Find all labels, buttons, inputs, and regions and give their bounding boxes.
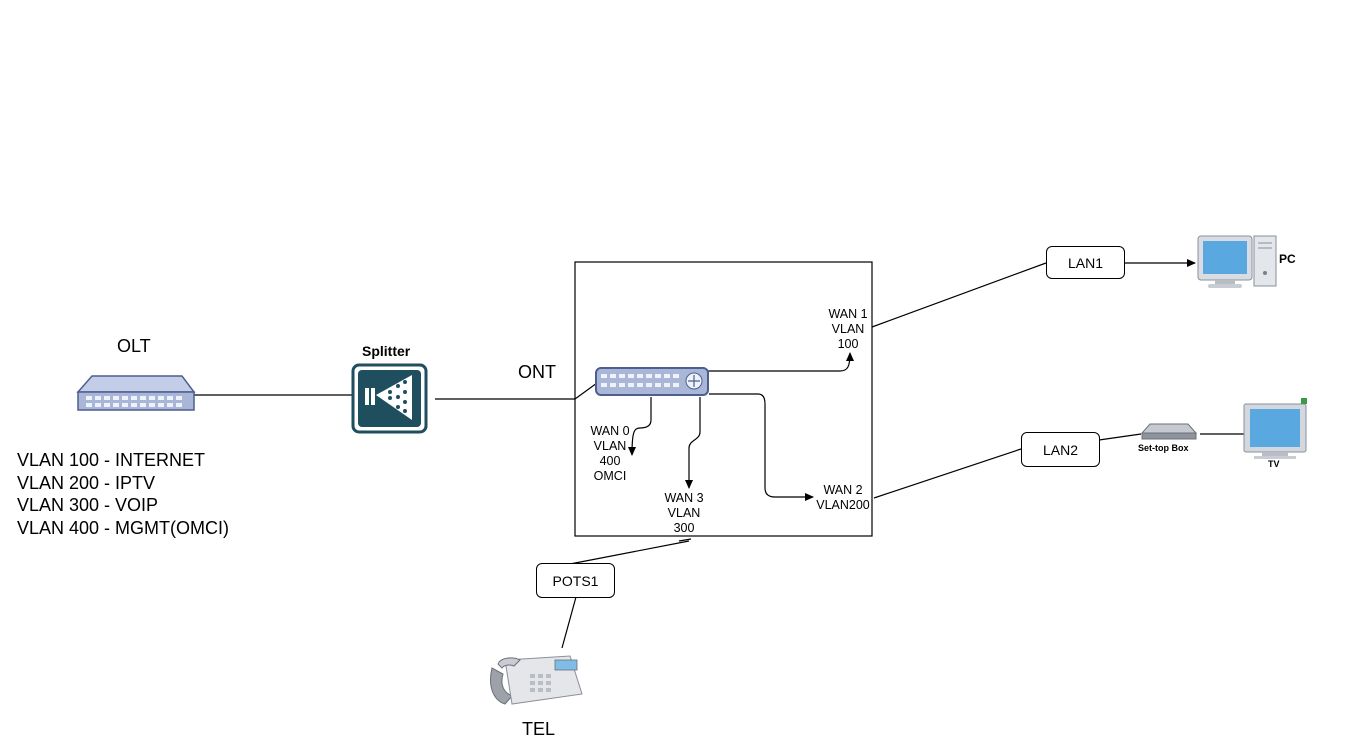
vlan-legend: VLAN 100 - INTERNET VLAN 200 - IPTV VLAN… (17, 449, 229, 539)
legend-item: VLAN 100 - INTERNET (17, 450, 206, 470)
wan2-lan2-link (873, 448, 1022, 499)
wan2-name: WAN 2 (823, 483, 863, 497)
wan1-label: WAN 1 VLAN 100 (823, 307, 873, 352)
lan1-port-box: LAN1 (1046, 246, 1125, 279)
wan2-vlan: VLAN200 (816, 498, 870, 512)
wan2-label: WAN 2 VLAN200 (812, 483, 874, 513)
pots1-port-box: POTS1 (536, 563, 615, 598)
lan2-stb-link (1098, 433, 1142, 441)
olt-icon (76, 375, 196, 411)
wan2-flow-arrow (709, 393, 814, 501)
legend-item: VLAN 300 - VOIP (17, 495, 159, 515)
splitter-icon (351, 363, 428, 434)
lan2-label: LAN2 (1042, 441, 1079, 458)
wan3-label: WAN 3 VLAN 300 (659, 491, 709, 536)
splitter-label: Splitter (362, 343, 411, 359)
wan1-vlan-id: 100 (837, 337, 859, 351)
set-top-box-label: Set-top Box (1138, 443, 1189, 453)
wan0-name: WAN 0 (590, 424, 630, 438)
wan0-vlan: VLAN (593, 439, 627, 453)
pc-label: PC (1279, 252, 1296, 266)
wan1-lan1-link (871, 262, 1047, 328)
wan1-name: WAN 1 (828, 307, 868, 321)
tv-label: TV (1268, 459, 1280, 469)
wan0-label: WAN 0 VLAN 400 OMCI (585, 424, 635, 484)
wan3-tick (678, 538, 692, 542)
wan3-vlan-id: 300 (673, 521, 695, 535)
lan2-port-box: LAN2 (1021, 432, 1100, 467)
wan0-service: OMCI (593, 469, 627, 483)
legend-item: VLAN 400 - MGMT(OMCI) (17, 517, 230, 538)
legend-item: VLAN 200 - IPTV (17, 472, 156, 493)
pots1-label: POTS1 (552, 572, 599, 589)
telephone-icon (490, 655, 583, 705)
ont-icon (595, 367, 709, 396)
wan0-flow-arrow (628, 397, 652, 456)
wan3-vlan: VLAN (667, 506, 701, 520)
wan1-vlan: VLAN (831, 322, 865, 336)
tel-label: TEL (522, 719, 556, 739)
pots1-tel-link (561, 596, 577, 649)
lan1-label: LAN1 (1067, 254, 1104, 271)
wan3-flow-arrow (685, 397, 701, 489)
wan3-pots1-link (569, 540, 690, 565)
olt-label: OLT (117, 336, 151, 356)
pc-icon (1197, 235, 1277, 288)
ont-inner-link (574, 382, 598, 400)
tv-icon (1243, 398, 1307, 459)
wan3-name: WAN 3 (664, 491, 704, 505)
ont-label: ONT (518, 362, 556, 382)
set-top-box-icon (1140, 423, 1198, 440)
wan0-vlan-id: 400 (599, 454, 621, 468)
